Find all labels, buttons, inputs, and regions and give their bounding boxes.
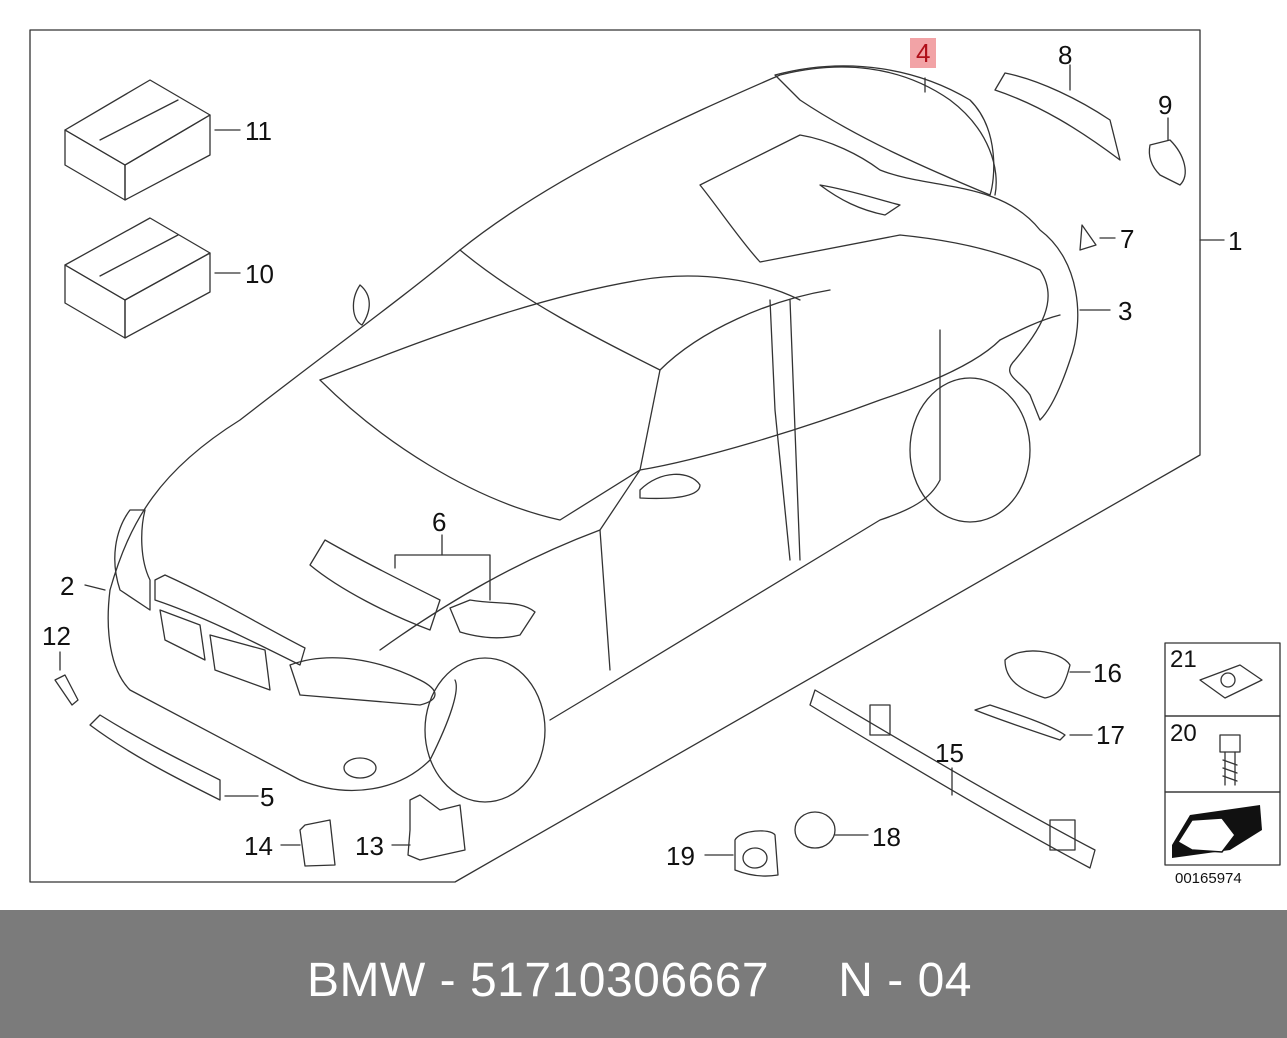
callout-2[interactable]: 2 (60, 571, 75, 601)
part-6-duct-right (449, 599, 536, 639)
callout-13[interactable]: 13 (355, 831, 384, 861)
part-18-fog-light (794, 811, 836, 849)
callout-7[interactable]: 7 (1120, 224, 1135, 254)
callout-14[interactable]: 14 (244, 831, 273, 861)
exchange-arrow-icon (1172, 805, 1262, 858)
part-5-grille-strip (89, 714, 221, 801)
part-15-carrier (809, 689, 1096, 869)
parts-diagram (29, 29, 1281, 883)
callout-8[interactable]: 8 (1058, 40, 1073, 70)
callout-15[interactable]: 15 (935, 738, 964, 768)
reference-code: 00165974 (1175, 870, 1242, 887)
callout-3[interactable]: 3 (1118, 296, 1133, 326)
part-9-cap (1148, 139, 1186, 186)
part-10-box (64, 217, 211, 339)
legend-box-arrow (1164, 791, 1281, 866)
part-14-grille (299, 819, 336, 867)
rear-bumper (699, 134, 1079, 421)
callout-19[interactable]: 19 (666, 841, 695, 871)
roof-spoiler (774, 65, 995, 196)
part-6-duct-left (309, 539, 441, 631)
callout-1[interactable]: 1 (1228, 226, 1243, 256)
part-7-clip (1079, 224, 1097, 251)
callout-21[interactable]: 21 (1170, 646, 1197, 673)
part-17-strip (974, 704, 1066, 741)
callout-16[interactable]: 16 (1093, 658, 1122, 688)
footer-bar (0, 910, 1287, 1038)
callout-5[interactable]: 5 (260, 782, 275, 812)
footer-part-number: BMW - 51710306667 N - 04 (307, 954, 972, 1007)
part-grille-carrier (154, 574, 306, 666)
part-12-cap (54, 674, 79, 706)
part-13-bracket (407, 794, 466, 861)
callout-18[interactable]: 18 (872, 822, 901, 852)
callout-20[interactable]: 20 (1170, 720, 1197, 747)
car-body (107, 66, 1061, 803)
callout-17[interactable]: 17 (1096, 720, 1125, 750)
callout-6[interactable]: 6 (432, 507, 447, 537)
part-8-trim (994, 72, 1121, 161)
callout-11[interactable]: 11 (245, 116, 272, 146)
part-16-kidney-grille (1004, 650, 1071, 699)
part-19-frame (734, 830, 779, 877)
callout-4-highlighted[interactable]: 4 (910, 38, 937, 68)
callout-10[interactable]: 10 (245, 259, 274, 289)
part-11-box (64, 79, 211, 201)
callout-12[interactable]: 12 (42, 621, 71, 651)
frame-outline (29, 29, 1201, 883)
callout-9[interactable]: 9 (1158, 90, 1173, 120)
